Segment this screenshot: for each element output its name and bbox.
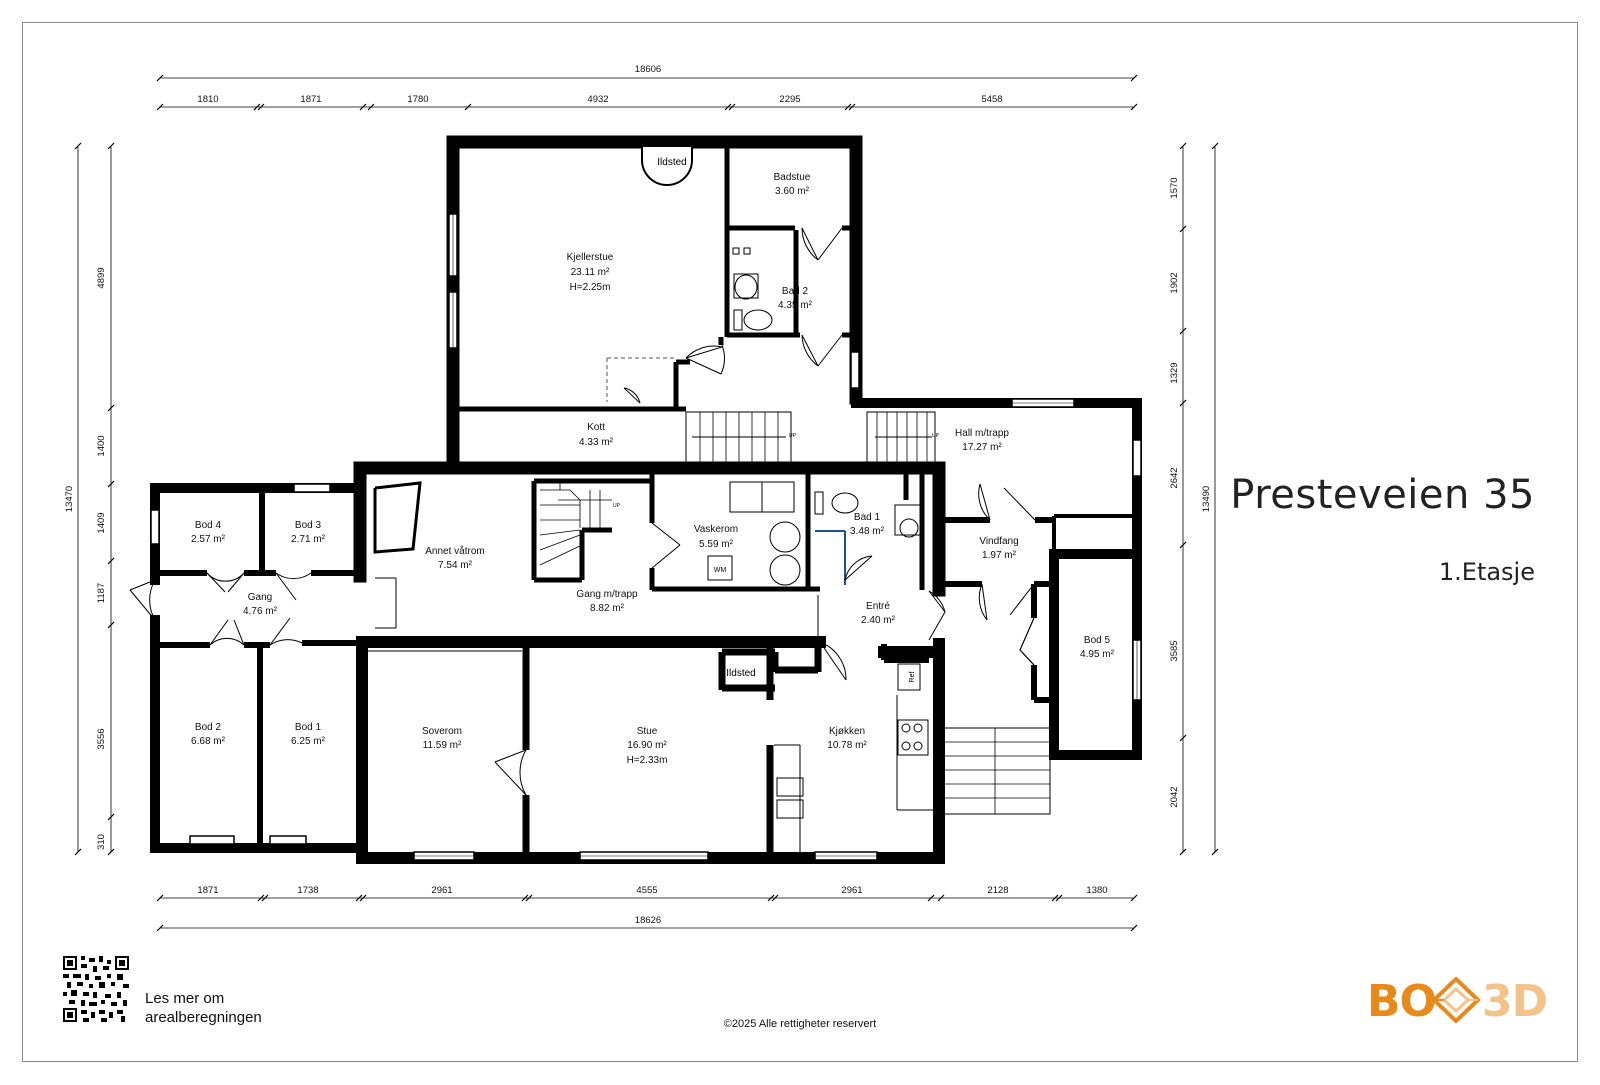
room-soverom-area: 11.59 m²: [423, 740, 462, 751]
dim-top-total: 18606: [635, 64, 661, 75]
room-gang-area: 4.76 m²: [243, 606, 278, 617]
dim-left-1: 1400: [96, 435, 107, 456]
room-gangtrapp-area: 8.82 m²: [590, 603, 625, 614]
logo-text-left: BO: [1367, 976, 1437, 1027]
washing-machine-label: WM: [714, 567, 727, 574]
page-frame: [22, 22, 1578, 1062]
room-annet-area: 7.54 m²: [438, 560, 473, 571]
qr-caption-line1: Les mer om: [145, 990, 225, 1007]
dim-top-4: 2295: [779, 94, 800, 105]
room-kott-name: Kott: [587, 422, 605, 433]
logo-text-right: 3D: [1482, 976, 1548, 1027]
fireplace-label-top: Ildsted: [657, 157, 686, 168]
room-entre-area: 2.40 m²: [861, 615, 896, 626]
room-vindfang-name: Vindfang: [979, 536, 1018, 547]
dim-bottom-3: 4555: [636, 885, 657, 896]
room-kott-area: 4.33 m²: [579, 437, 614, 448]
dim-left-2: 1409: [96, 512, 107, 533]
dim-right-4: 3585: [1169, 640, 1180, 661]
dim-bottom-2: 2961: [431, 885, 452, 896]
room-bad2-area: 4.35 m²: [778, 300, 813, 311]
room-stue-name: Stue: [637, 726, 658, 737]
dim-bottom-0: 1871: [197, 885, 218, 896]
dim-bottom-1: 1738: [297, 885, 318, 896]
dim-left-4: 3556: [96, 728, 107, 749]
room-bod1-name: Bod 1: [295, 722, 322, 733]
stair-up-label-2: UP: [932, 433, 940, 439]
room-entre-name: Entré: [866, 601, 890, 612]
room-annet-name: Annet våtrom: [425, 545, 484, 557]
copyright-notice: ©2025 Alle rettigheter reservert: [723, 1018, 877, 1030]
room-kjellerstue-area: 23.11 m²: [571, 267, 610, 278]
dim-right-3: 2642: [1169, 467, 1180, 488]
dim-right-total: 13490: [1201, 486, 1212, 512]
room-vaskerom-name: Vaskerom: [694, 524, 738, 535]
room-stue-height: H=2.33m: [627, 755, 668, 766]
floor-label: 1.Etasje: [1438, 558, 1535, 586]
dim-bottom-5: 2128: [987, 885, 1008, 896]
room-badstue-name: Badstue: [774, 172, 811, 183]
dim-left-3: 1187: [96, 583, 107, 603]
room-kjokken-area: 10.78 m²: [827, 740, 867, 751]
dim-left-5: 310: [96, 834, 107, 850]
qr-caption-line2: arealberegningen: [145, 1009, 262, 1026]
room-bad2-name: Bad 2: [782, 286, 809, 297]
room-bod4-area: 2.57 m²: [191, 534, 226, 545]
room-bod1-area: 6.25 m²: [291, 736, 326, 747]
room-hall-area: 17.27 m²: [962, 442, 1002, 453]
dim-right-0: 1570: [1169, 177, 1180, 198]
room-bod5-name: Bod 5: [1084, 635, 1111, 646]
dim-left-total: 13470: [64, 486, 75, 512]
room-hall-name: Hall m/trapp: [955, 428, 1009, 439]
room-bod2-name: Bod 2: [195, 722, 222, 733]
qr-caption: Les mer om arealberegningen: [145, 989, 262, 1027]
dim-top-0: 1810: [197, 94, 218, 105]
room-gangtrapp-name: Gang m/trapp: [576, 589, 638, 600]
dim-top-3: 4932: [587, 94, 608, 105]
dim-right-5: 2042: [1169, 786, 1180, 807]
room-bod3-name: Bod 3: [295, 520, 322, 531]
dim-right-2: 1329: [1169, 362, 1180, 383]
qr-code-icon[interactable]: [63, 956, 129, 1022]
room-bad1-name: Bad 1: [854, 512, 881, 523]
dim-right-1: 1902: [1169, 272, 1180, 293]
room-bod2-area: 6.68 m²: [191, 736, 226, 747]
bo3d-logo: BO 3D: [1367, 976, 1548, 1027]
property-title: Presteveien 35: [1230, 472, 1535, 518]
room-bod5-area: 4.95 m²: [1080, 649, 1115, 660]
room-badstue-area: 3.60 m²: [775, 186, 810, 197]
dim-left-0: 4899: [96, 267, 107, 288]
room-gang-name: Gang: [248, 592, 272, 603]
dim-bottom-6: 1380: [1086, 885, 1107, 896]
stair-up-label-1: UP: [789, 433, 797, 439]
room-soverom-name: Soverom: [422, 726, 462, 737]
dim-top-1: 1871: [300, 94, 321, 105]
dim-top-2: 1780: [407, 94, 428, 105]
fireplace-label-stue: Ildsted: [726, 668, 755, 679]
room-vindfang-area: 1.97 m²: [982, 550, 1017, 561]
dim-bottom-total: 18626: [635, 915, 661, 926]
dim-top-5: 5458: [981, 94, 1002, 105]
room-stue-area: 16.90 m²: [627, 740, 667, 751]
stair-up-label-3: UP: [613, 503, 621, 509]
room-kjellerstue-name: Kjellerstue: [567, 252, 614, 263]
logo-diamond-icon: [1431, 977, 1481, 1023]
room-kjokken-name: Kjøkken: [829, 726, 865, 737]
dim-bottom-4: 2961: [841, 885, 862, 896]
room-bod4-name: Bod 4: [195, 520, 222, 531]
room-bod3-area: 2.71 m²: [291, 534, 326, 545]
room-kjellerstue-height: H=2.25m: [570, 282, 611, 293]
room-bad1-area: 3.48 m²: [850, 526, 885, 537]
room-vaskerom-area: 5.59 m²: [699, 539, 734, 550]
fridge-label: Ref: [909, 672, 916, 683]
